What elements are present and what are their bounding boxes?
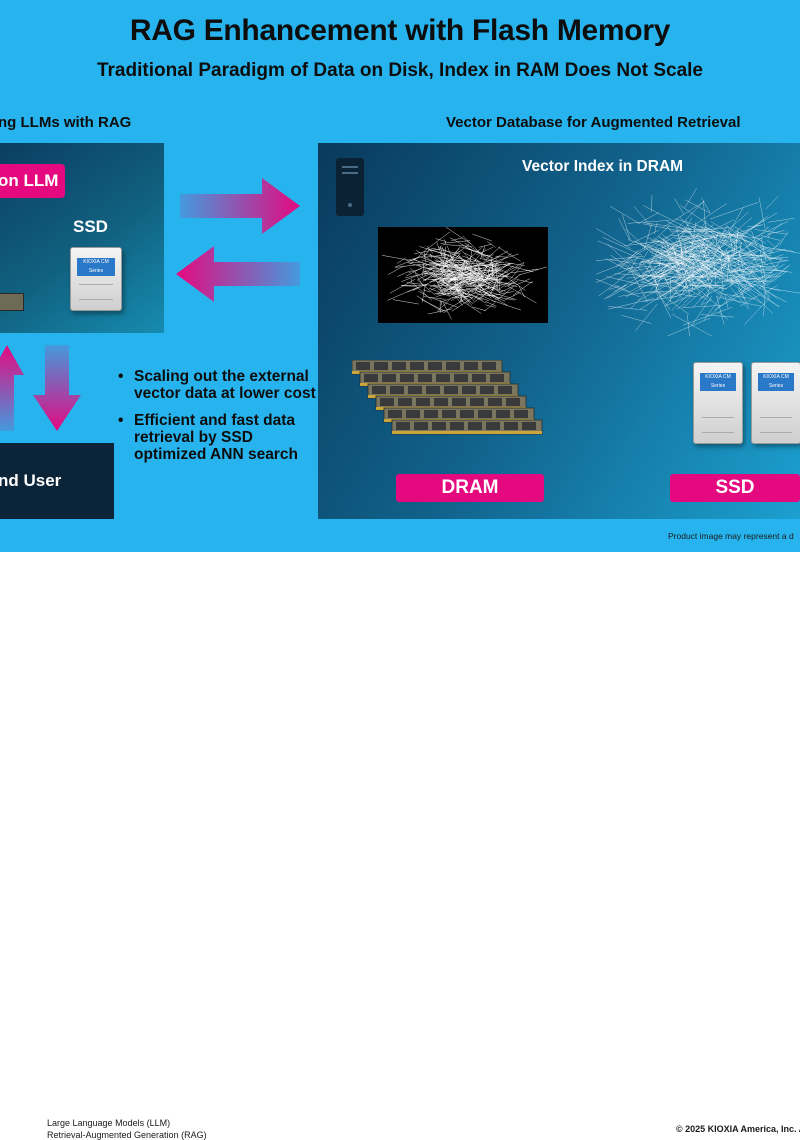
ssd-drive-badge: KIOXIA CM Series <box>77 258 115 276</box>
ssd-tag: SSD <box>670 474 800 502</box>
dram-tag: DRAM <box>396 474 544 502</box>
end-user-label: nd User <box>0 471 61 491</box>
footer-rag-definition: Retrieval-Augmented Generation (RAG) <box>47 1130 207 1140</box>
arrow-up-icon <box>0 345 24 431</box>
arrow-left-icon <box>176 246 302 302</box>
arrow-down-icon <box>33 345 81 431</box>
ssd-vector-cloud-image <box>596 188 800 336</box>
ssd-drive-icon: KIOXIA CM Series <box>70 247 122 311</box>
slide-footer: Large Language Models (LLM) Retrieval-Au… <box>0 552 800 600</box>
footer-copyright: © 2025 KIOXIA America, Inc. A <box>676 1124 800 1134</box>
benefit-list: •Scaling out the external vector data at… <box>118 368 318 473</box>
slide-canvas: RAG Enhancement with Flash Memory Tradit… <box>0 0 800 552</box>
ssd-drive-icon: KIOXIA CM Series <box>751 362 800 444</box>
server-icon <box>336 158 364 216</box>
ssd-label: SSD <box>73 217 108 237</box>
dram-modules-image <box>352 360 552 460</box>
vector-index-title: Vector Index in DRAM <box>522 158 683 176</box>
dram-vector-cloud-image <box>378 227 548 323</box>
product-disclaimer: Product image may represent a d <box>668 531 794 541</box>
left-section-label: ng LLMs with RAG <box>0 114 131 131</box>
ssd-drive-badge: KIOXIA CM Series <box>758 373 794 391</box>
slide-title: RAG Enhancement with Flash Memory <box>0 14 800 48</box>
right-section-label: Vector Database for Augmented Retrieval <box>446 114 741 131</box>
benefit-item: •Efficient and fast data retrieval by SS… <box>118 412 318 463</box>
slide-subtitle: Traditional Paradigm of Data on Disk, In… <box>0 60 800 82</box>
benefit-item: •Scaling out the external vector data at… <box>118 368 318 402</box>
ssd-drive-badge: KIOXIA CM Series <box>700 373 736 391</box>
footer-llm-definition: Large Language Models (LLM) <box>47 1118 170 1128</box>
llm-label: on LLM <box>0 171 58 191</box>
ssd-drive-icon: KIOXIA CM Series <box>693 362 743 444</box>
arrow-right-icon <box>180 178 302 234</box>
memory-module-icon <box>0 293 24 311</box>
